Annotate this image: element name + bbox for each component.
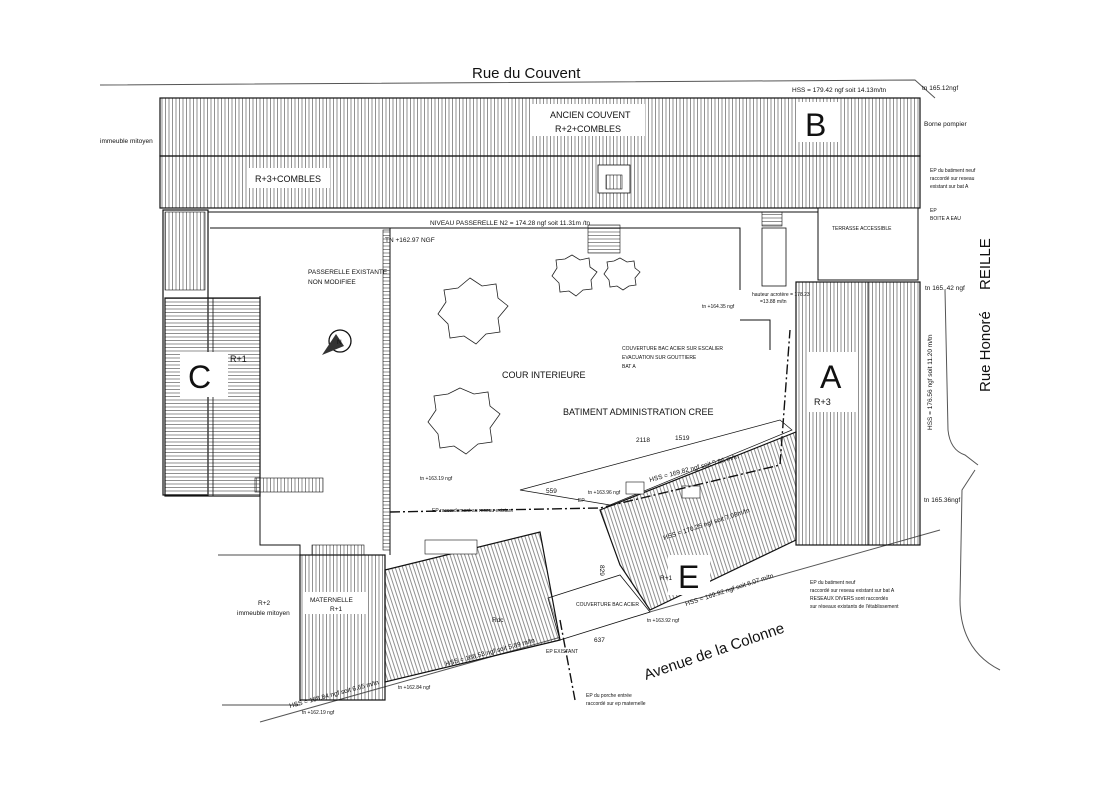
hauteur-2: =13.88 m/tn [760,299,787,305]
building-a-letter: A [820,359,842,395]
north-letter: N [337,339,342,346]
admin-zone [519,419,793,506]
note-ep-small: EP [578,498,585,504]
tn-162-19: tn +162.19 ngf [302,710,335,716]
passerelle-label-2: NON MODIFIEE [308,279,356,286]
building-b-levels: R+2+COMBLES [555,124,621,134]
building-c-letter-box [180,352,228,397]
hss-b: HSS = 179.42 ngf soit 14.13m/tn [792,87,887,94]
note-ep-existant: EP EXISTANT [546,649,578,655]
street-south: Avenue de la Colonne [642,620,787,684]
building-b-name: ANCIEN COUVENT [550,110,631,120]
boite-label-2: BOITE A EAU [930,216,961,222]
north-wing-label: R+3+COMBLES [255,174,321,184]
note-ep-porche-1: EP du porche entrée [586,693,632,699]
borne-label: Borne pompier [924,121,967,128]
maternelle-steps [311,544,365,556]
street-east-a: Rue Honoré [977,311,994,392]
note-ep-ne-2: raccordé sur reseau [930,176,975,182]
passerelle-label-1: PASSERELLE EXISTANTE [308,269,388,276]
vide-sur-cour [761,227,787,287]
dim-829: 829 [598,565,605,576]
passerelle-stair [587,224,621,254]
building-b-letter: B [805,107,826,143]
neighbour-name: immeuble mitoyen [237,610,290,617]
rdc-box [424,539,478,555]
note-ep-neuf-2: raccordé sur reseau existant sur bat A [810,588,895,594]
terrasse-label: TERRASSE ACCESSIBLE [832,226,892,232]
maternelle [299,554,386,701]
c-steps [254,477,324,493]
note-ep-neuf-3: RESEAUX DIVERS sont raccordés [810,596,889,602]
hauteur-1: hauteur acrotère = 178.23 [752,292,810,298]
note-ep-raccord: EP raccordement au reseau existant [432,508,513,514]
building-c-letter: C [188,359,211,395]
tn-ne: tn 165.12ngf [922,85,958,92]
building-e [599,431,797,611]
north-wing-label-box [248,168,330,188]
building-c-levels: R+1 [230,354,247,364]
dim-559: 559 [546,488,557,495]
couverture-2: EVACUATION SUR GOUTTIERE [622,355,697,361]
note-ep-ne-1: EP du batiment neuf [930,168,976,174]
street-north: Rue du Couvent [472,65,581,82]
rdc-label: Rdc [492,617,504,624]
stair-inner [605,174,623,190]
e-vent-2 [681,485,701,499]
maternelle-label-box [305,592,367,614]
dim-1519: 1519 [675,435,690,442]
note-ep-neuf-4: sur réseaux existants de l'établissement [810,604,899,610]
neighbour-outline [218,554,300,706]
building-a [795,281,921,546]
ne-stair [761,211,783,227]
note-ep-porche-2: raccordé sur ep maternelle [586,701,646,707]
building-a-levels: R+3 [814,397,831,407]
tn-163-96: tn +163.96 ngf [588,490,621,496]
niveau-passerelle: NIVEAU PASSERELLE N2 = 174.28 ngf soit 1… [430,220,590,227]
building-b-letter-box [798,102,838,142]
dim-2118: 2118 [636,437,650,444]
tn-162-97: TN +162.97 NGF [385,237,435,244]
couverture-porche: COUVERTURE BAC ACIER [576,602,639,608]
north-arrow-icon [322,329,352,355]
building-e-letter-box [668,555,710,595]
couverture-1: COUVERTURE BAC ACIER SUR ESCALIER [622,346,723,352]
trees [427,254,641,455]
tn-165-36: tn 165.36ngf [924,497,960,504]
west-wing-strip [164,211,206,291]
dim-637: 637 [594,637,605,644]
maternelle-levels: R+1 [330,606,342,613]
note-ep-ne-3: existant sur bat A [930,184,969,190]
tn-164-35: tn +164.35 ngf [702,304,735,310]
building-b-label-box [530,104,645,136]
ep-network [389,329,791,701]
cour-label: COUR INTERIEURE [502,370,586,380]
admin-label: BATIMENT ADMINISTRATION CREE [563,407,714,417]
e-vent-1 [625,481,645,495]
maternelle-name: MATERNELLE [310,597,354,604]
boite-label-1: EP [930,208,937,214]
neighbour-levels: R+2 [258,600,270,607]
street-east-b: REILLE [977,238,994,290]
tn-163-19: tn +163.19 ngf [420,476,453,482]
couverture-3: BAT A [622,364,636,370]
neighbour-nw: immeuble mitoyen [100,138,153,145]
tn-162-84: tn +162.84 ngf [398,685,431,691]
building-e-levels: R+1 [660,575,672,582]
passerelle-walkway [382,229,391,551]
hss-a: HSS = 176.56 ngf soit 11.20 m/tn [927,334,934,430]
terrasse [817,207,919,281]
tn-163-92: tn +163.92 ngf [647,618,680,624]
building-e-letter: E [678,559,699,595]
tn-165-42: tn 165..42 ngf [925,285,965,292]
note-ep-neuf-1: EP du batiment neuf [810,580,856,586]
building-a-label-box [808,352,858,412]
